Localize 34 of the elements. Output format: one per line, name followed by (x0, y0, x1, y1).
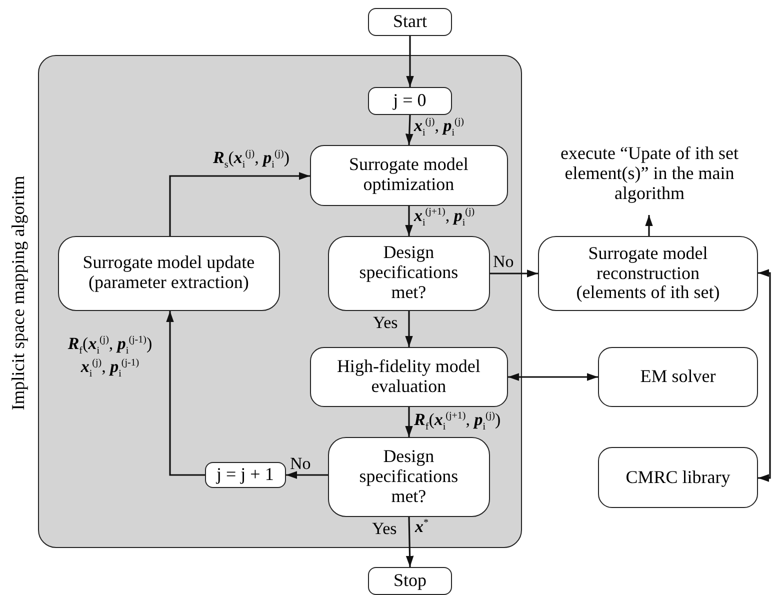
edge-label: Yes (372, 519, 397, 540)
note-text: execute “Upate of ith set element(s)” in the main algorithm (527, 133, 772, 215)
decision-box: Design specifications met? (328, 236, 490, 311)
arrow (758, 269, 771, 482)
process-box: EM solver (598, 347, 758, 407)
result-label: x$^{*}$ (415, 517, 428, 537)
arrow (645, 215, 653, 236)
arrow (405, 407, 413, 437)
process-box: Surrogate model reconstruction (elements of ith set) (538, 236, 758, 311)
arrow (508, 373, 598, 381)
arrow (406, 36, 414, 87)
process-box: High-fidelity model evaluation (310, 346, 508, 407)
panel-title: Implicit space mapping algoritm (9, 175, 29, 410)
arrow (286, 471, 328, 479)
process-box: Surrogate model optimization (310, 144, 508, 206)
arrow (490, 270, 538, 278)
terminal-box: Start (368, 8, 452, 36)
terminal-box: Stop (368, 567, 452, 595)
arrow (405, 114, 414, 146)
arrow (166, 311, 205, 476)
process-box: j = j + 1 (204, 462, 286, 488)
arrow (169, 172, 310, 236)
arrow (405, 311, 413, 347)
process-box: CMRC library (598, 447, 758, 508)
arrow (406, 516, 414, 568)
edge-label: Yes (373, 313, 398, 334)
edge-label: R$_{f}$(x$_{i}$$^{(j+1)}$, p$_{i}$$^{(j)}$) (414, 410, 501, 434)
decision-box: Design specifications met? (328, 436, 490, 517)
edge-label: No (290, 454, 311, 474)
edge-label: No (493, 252, 514, 272)
edge-label: R$_{s}$(x$_{i}$$^{(j)}$, p$_{i}$$^{(j)}$) (213, 148, 290, 172)
process-box: Surrogate model update (parameter extraction) (58, 236, 280, 311)
process-box: j = 0 (368, 86, 452, 115)
arrow (405, 206, 413, 236)
